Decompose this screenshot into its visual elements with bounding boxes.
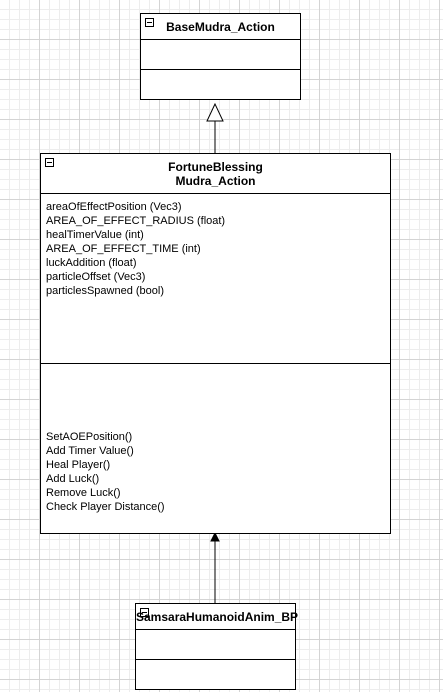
- attribute-item[interactable]: healTimerValue (int): [46, 229, 144, 241]
- attribute-item[interactable]: areaOfEffectPosition (Vec3): [46, 201, 182, 213]
- method-list: SetAOEPosition() Add Timer Value() Heal …: [46, 430, 165, 514]
- collapse-icon[interactable]: [45, 158, 54, 167]
- association-arrowhead: [210, 531, 220, 542]
- method-item[interactable]: Heal Player(): [46, 459, 111, 471]
- method-item[interactable]: SetAOEPosition(): [46, 431, 133, 443]
- attribute-section-divider: [141, 39, 300, 40]
- attribute-item[interactable]: luckAddition (float): [46, 257, 137, 269]
- attribute-list: areaOfEffectPosition (Vec3) AREA_OF_EFFE…: [46, 200, 225, 298]
- method-item[interactable]: Add Luck(): [46, 473, 100, 485]
- method-item[interactable]: Remove Luck(): [46, 487, 121, 499]
- class-title: FortuneBlessing Mudra_Action: [41, 160, 390, 188]
- method-item[interactable]: Add Timer Value(): [46, 445, 134, 457]
- method-section-divider: [141, 69, 300, 70]
- attribute-section-divider: [41, 193, 390, 194]
- attribute-section-divider: [136, 629, 295, 630]
- method-section-divider: [136, 659, 295, 660]
- collapse-icon[interactable]: [145, 18, 154, 27]
- attribute-item[interactable]: AREA_OF_EFFECT_RADIUS (float): [46, 215, 226, 227]
- collapse-icon[interactable]: [140, 608, 149, 617]
- attribute-item[interactable]: AREA_OF_EFFECT_TIME (int): [46, 243, 201, 255]
- attribute-item[interactable]: particlesSpawned (bool): [46, 285, 165, 297]
- method-item[interactable]: Check Player Distance(): [46, 501, 165, 513]
- association-connector[interactable]: [210, 531, 220, 603]
- base-mudra-action-class[interactable]: BaseMudra_Action: [140, 13, 301, 100]
- inheritance-connector[interactable]: [206, 102, 224, 153]
- samsara-humanoid-anim-bp-class[interactable]: SamsaraHumanoidAnim_BP: [135, 603, 299, 690]
- fortune-blessing-mudra-action-class[interactable]: FortuneBlessing Mudra_Action areaOfEffec…: [40, 153, 391, 534]
- inheritance-arrowhead: [206, 102, 224, 122]
- class-title: BaseMudra_Action: [166, 20, 275, 34]
- method-section-divider: [41, 363, 390, 364]
- class-title-line-1: FortuneBlessing: [168, 160, 263, 174]
- attribute-item[interactable]: particleOffset (Vec3): [46, 271, 146, 283]
- class-title-line-2: Mudra_Action: [175, 174, 256, 188]
- class-title: SamsaraHumanoidAnim_BP: [136, 610, 299, 624]
